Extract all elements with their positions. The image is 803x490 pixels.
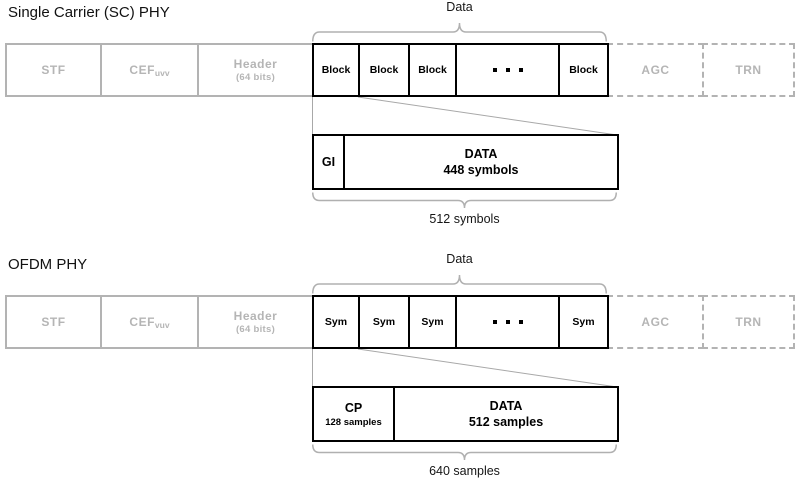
agc-label: AGC bbox=[641, 63, 670, 77]
zoom-connector-lines-sc bbox=[312, 97, 618, 135]
field-trn: TRN bbox=[702, 295, 795, 349]
field-block-n: Block bbox=[558, 43, 609, 97]
field-sym-ellipsis bbox=[455, 295, 560, 349]
total-label-ofdm: 640 samples bbox=[429, 464, 500, 478]
field-sym-2: Sym bbox=[358, 295, 410, 349]
field-cef: CEFuvv bbox=[100, 43, 199, 97]
field-cef: CEFvuv bbox=[100, 295, 199, 349]
gi-cell: GI bbox=[312, 134, 345, 190]
block-label: Block bbox=[569, 64, 598, 76]
sym-label: Sym bbox=[372, 316, 396, 328]
field-block-2: Block bbox=[358, 43, 410, 97]
field-sym-3: Sym bbox=[408, 295, 457, 349]
field-sym-1: Sym bbox=[312, 295, 360, 349]
overbrace-data-ofdm bbox=[312, 274, 607, 294]
header-label: Header bbox=[233, 309, 278, 323]
stf-label: STF bbox=[41, 315, 66, 329]
header-label: Header bbox=[233, 57, 278, 71]
cef-subscript: uvv bbox=[154, 67, 170, 78]
block-label: Block bbox=[418, 64, 447, 76]
field-sym-n: Sym bbox=[558, 295, 609, 349]
section-ofdm-phy: OFDM PHY Data STF CEFvuv Header (64 bits… bbox=[0, 252, 803, 490]
sym-label: Sym bbox=[421, 316, 444, 328]
block-label: Block bbox=[321, 64, 351, 76]
section-sc-phy: Single Carrier (SC) PHY Data STF CEFuvv … bbox=[0, 0, 803, 240]
data-cell-sc: DATA 448 symbols bbox=[343, 134, 619, 190]
expanded-block-ofdm: CP 128 samples DATA 512 samples bbox=[312, 386, 619, 442]
underbrace-total-ofdm bbox=[312, 444, 617, 461]
sym-label: Sym bbox=[572, 316, 595, 328]
field-header: Header (64 bits) bbox=[197, 295, 314, 349]
expanded-block-sc: GI DATA 448 symbols bbox=[312, 134, 619, 190]
field-trn: TRN bbox=[702, 43, 795, 97]
data-brace-label-ofdm: Data bbox=[446, 252, 473, 266]
section-title-sc: Single Carrier (SC) PHY bbox=[8, 4, 170, 21]
cef-subscript: vuv bbox=[154, 319, 170, 330]
field-agc: AGC bbox=[607, 43, 704, 97]
gi-label: GI bbox=[321, 154, 336, 169]
agc-label: AGC bbox=[641, 315, 670, 329]
header-note: (64 bits) bbox=[235, 72, 276, 83]
data-brace-label-sc: Data bbox=[446, 0, 473, 14]
data-cell-ofdm: DATA 512 samples bbox=[393, 386, 619, 442]
trn-label: TRN bbox=[735, 63, 762, 77]
total-label-sc: 512 symbols bbox=[429, 212, 500, 226]
section-title-ofdm: OFDM PHY bbox=[8, 256, 88, 273]
field-block-ellipsis bbox=[455, 43, 560, 97]
underbrace-total-sc bbox=[312, 192, 617, 209]
frame-row-sc: STF CEFuvv Header (64 bits) Block Block … bbox=[5, 43, 795, 97]
data-note: 448 symbols bbox=[443, 163, 519, 177]
data-label: DATA bbox=[464, 146, 498, 161]
cp-label: CP bbox=[344, 400, 363, 415]
zoom-connector-lines-ofdm bbox=[312, 349, 618, 387]
field-agc: AGC bbox=[607, 295, 704, 349]
header-note: (64 bits) bbox=[235, 324, 276, 335]
overbrace-data-sc bbox=[312, 22, 607, 42]
frame-row-ofdm: STF CEFvuv Header (64 bits) Sym Sym Sym bbox=[5, 295, 795, 349]
field-stf: STF bbox=[5, 43, 102, 97]
trn-label: TRN bbox=[735, 315, 762, 329]
cef-label: CEF bbox=[129, 62, 155, 77]
data-note: 512 samples bbox=[468, 415, 544, 429]
stf-label: STF bbox=[41, 63, 66, 77]
sym-label: Sym bbox=[324, 316, 348, 328]
cef-label: CEF bbox=[129, 314, 155, 329]
field-block-3: Block bbox=[408, 43, 457, 97]
block-label: Block bbox=[369, 64, 399, 76]
field-header: Header (64 bits) bbox=[197, 43, 314, 97]
cp-cell: CP 128 samples bbox=[312, 386, 395, 442]
data-label: DATA bbox=[489, 398, 523, 413]
cp-note: 128 samples bbox=[325, 417, 382, 429]
ellipsis-icon bbox=[492, 68, 523, 72]
ellipsis-icon bbox=[492, 320, 523, 324]
field-stf: STF bbox=[5, 295, 102, 349]
field-block-1: Block bbox=[312, 43, 360, 97]
